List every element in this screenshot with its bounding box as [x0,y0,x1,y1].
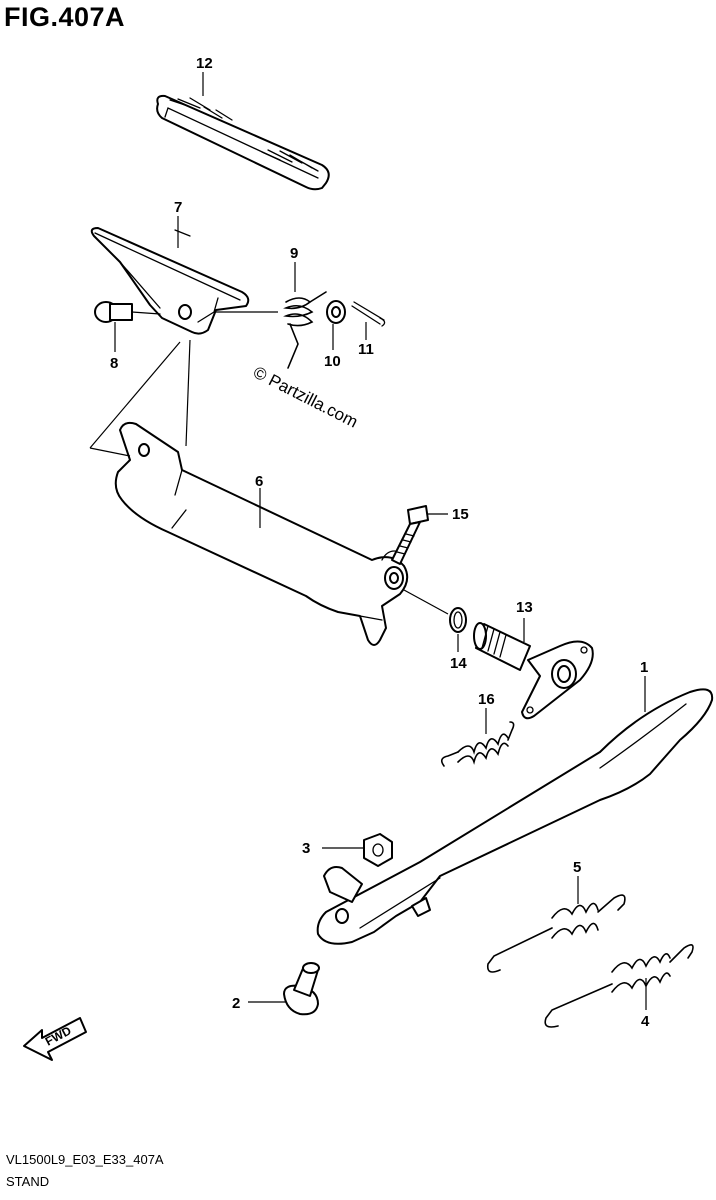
callout-13: 13 [516,599,533,616]
callout-3: 3 [302,840,310,857]
part-7-bracket-cover[interactable] [90,227,250,335]
part-2-stand-bolt[interactable] [283,962,320,1016]
part-12-footrest-rubber[interactable] [156,94,330,191]
callout-4: 4 [641,1013,650,1030]
part-9-torsion-spring[interactable] [283,291,327,369]
callout-7: 7 [174,199,182,216]
part-8-pivot-pin[interactable] [94,301,161,323]
part-6-footrest-bracket[interactable] [114,421,409,646]
part-5-stand-spring-inner[interactable] [486,894,626,973]
callout-12: 12 [196,55,213,72]
part-10-washer[interactable] [326,300,346,324]
part-11-cotter-pin[interactable] [351,301,386,327]
figure-caption: STAND [6,1174,50,1189]
part-14-circlip[interactable] [449,607,467,633]
part-13-stand-shaft[interactable] [473,622,594,720]
figure-title: FIG.407A [4,2,126,32]
part-16-return-spring[interactable] [440,721,515,767]
callout-6: 6 [255,473,263,490]
callout-5: 5 [573,859,581,876]
fwd-direction-arrow: FWD [23,1017,87,1061]
part-4-stand-spring-outer[interactable] [544,944,694,1028]
assembly-guide-lines [89,311,449,615]
callout-16: 16 [478,691,495,708]
callout-14: 14 [450,655,467,672]
callout-leaders [114,72,647,1010]
callout-2: 2 [232,995,240,1012]
callout-8: 8 [110,355,118,372]
callout-10: 10 [324,353,341,370]
callout-1: 1 [640,659,648,676]
callout-15: 15 [452,506,469,523]
watermark: © Partzilla.com [250,363,361,432]
callout-11: 11 [358,341,374,358]
model-code: VL1500L9_E03_E33_407A [6,1152,164,1167]
part-3-stand-nut[interactable] [363,833,393,867]
part-15-bracket-bolt[interactable] [391,505,429,565]
callout-labels: 12 7 8 9 10 11 6 15 13 14 16 1 3 2 5 4 [110,55,650,1030]
part-1-side-stand[interactable] [316,688,714,945]
callout-9: 9 [290,245,298,262]
